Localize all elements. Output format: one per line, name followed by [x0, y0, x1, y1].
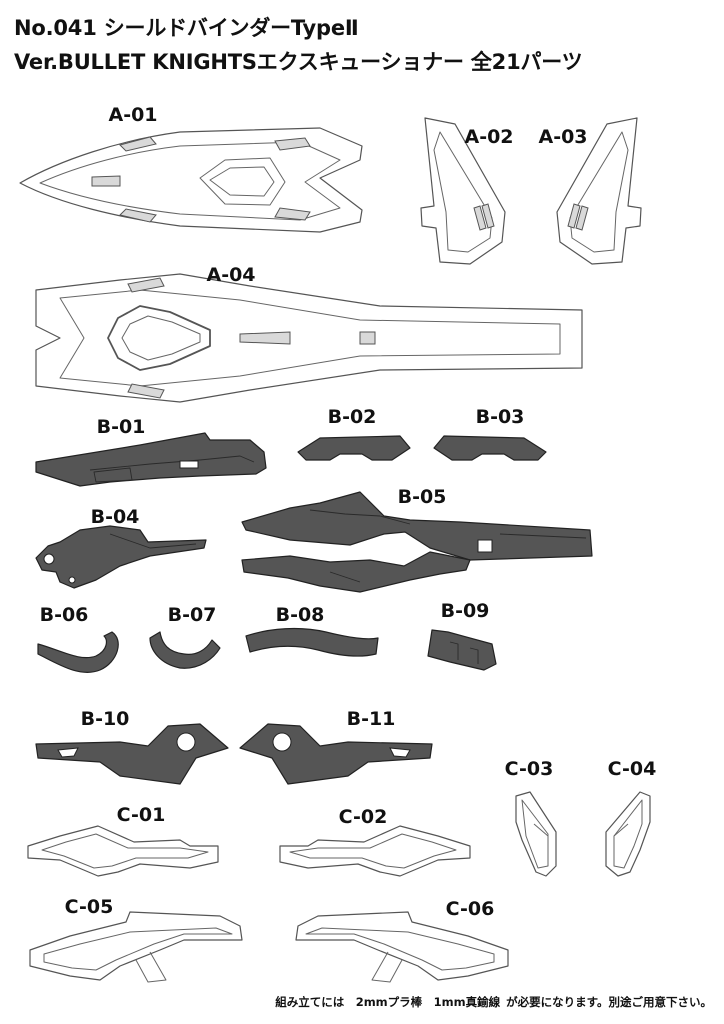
label-b-07: B-07: [167, 604, 217, 626]
part-a-02: [420, 117, 506, 265]
label-c-04: C-04: [607, 758, 657, 780]
label-b-10: B-10: [80, 708, 130, 730]
part-c-05: [29, 911, 243, 983]
footer-note: 組み立てには 2mmプラ棒 1mm真鍮線 が必要になります。別途ご用意下さい。: [275, 995, 712, 1009]
label-c-02: C-02: [338, 806, 388, 828]
label-c-05: C-05: [64, 896, 114, 918]
label-a-02: A-02: [464, 126, 514, 148]
part-b-09: [427, 629, 497, 671]
label-b-04: B-04: [90, 506, 140, 528]
label-b-03: B-03: [475, 406, 525, 428]
label-b-11: B-11: [346, 708, 396, 730]
label-b-02: B-02: [327, 406, 377, 428]
part-a-03: [556, 117, 642, 265]
part-b-11: [239, 723, 433, 785]
part-b-08: [245, 627, 379, 657]
label-a-04: A-04: [206, 264, 256, 286]
label-c-06: C-06: [445, 898, 495, 920]
part-c-04: [605, 791, 651, 877]
label-b-01: B-01: [96, 416, 146, 438]
part-c-02: [279, 825, 471, 877]
label-b-05: B-05: [397, 486, 447, 508]
label-c-03: C-03: [504, 758, 554, 780]
part-c-01: [27, 825, 219, 877]
part-c-03: [515, 791, 557, 877]
label-b-08: B-08: [275, 604, 325, 626]
part-b-07: [149, 631, 221, 669]
part-b-03: [433, 435, 547, 461]
label-a-01: A-01: [108, 104, 158, 126]
title-line-2: Ver.BULLET KNIGHTSエクスキューショナー 全21パーツ: [14, 50, 583, 74]
part-b-01: [35, 432, 267, 487]
part-b-05: [241, 491, 593, 593]
label-a-03: A-03: [538, 126, 588, 148]
label-b-06: B-06: [39, 604, 89, 626]
part-a-04: [35, 273, 583, 403]
part-b-04: [35, 525, 207, 589]
title-line-1: No.041 シールドバインダーTypeⅡ: [14, 16, 359, 40]
part-c-06: [295, 911, 509, 983]
part-b-02: [297, 435, 411, 461]
part-b-10: [35, 723, 229, 785]
label-c-01: C-01: [116, 804, 166, 826]
label-b-09: B-09: [440, 600, 490, 622]
part-b-06: [37, 631, 119, 673]
part-a-01: [19, 127, 363, 233]
